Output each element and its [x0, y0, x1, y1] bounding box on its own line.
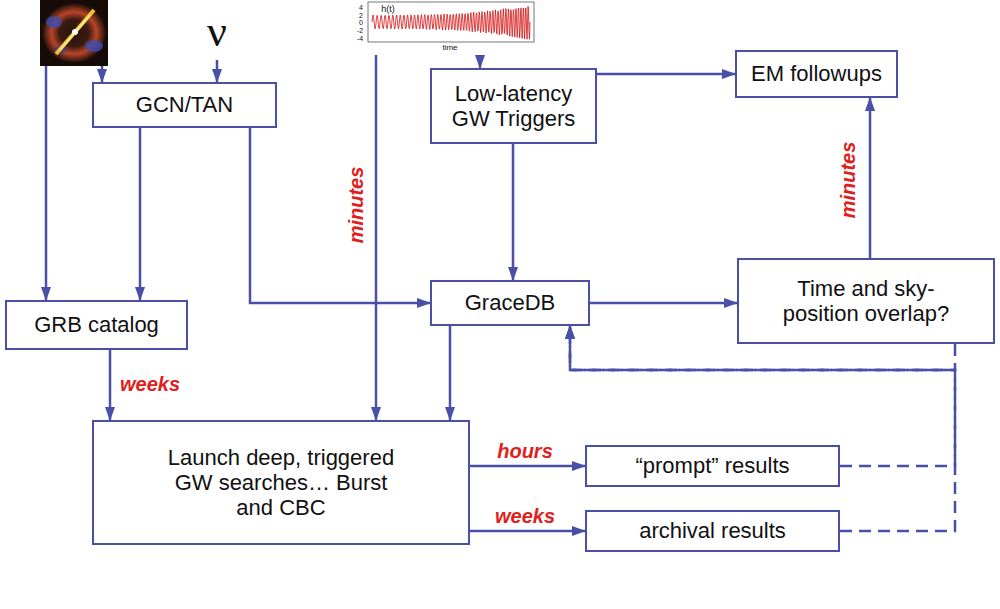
tick-number: -4	[357, 35, 363, 42]
node-text: archival results	[639, 518, 786, 543]
process-box: GCN/TAN	[92, 82, 277, 128]
flow-arrow	[590, 302, 737, 305]
node-text: EM followups	[751, 61, 882, 86]
latency-label: weeks	[495, 506, 555, 526]
flow-arrow	[470, 530, 585, 533]
latency-label: minutes	[346, 167, 366, 244]
node-text: GCN/TAN	[136, 92, 233, 117]
process-box: Low-latency GW Triggers	[430, 68, 597, 144]
decision-box: Time and sky- position overlap?	[737, 258, 995, 344]
flow-arrow	[869, 98, 872, 258]
flow-arrow	[512, 144, 515, 280]
result-box: archival results	[585, 510, 840, 552]
node-text: Low-latency GW Triggers	[442, 81, 585, 132]
result-box: “prompt” results	[585, 445, 840, 487]
source-arrow	[45, 66, 48, 300]
tick-number: 2	[359, 12, 363, 19]
source-arrow	[216, 60, 219, 82]
process-box: EM followups	[735, 50, 898, 98]
flow-arrow	[449, 326, 452, 420]
source-arrow	[479, 55, 482, 68]
database-box: GraceDB	[430, 280, 590, 326]
axis-label: h(t)	[381, 5, 395, 14]
neutrino-symbol: ν	[207, 10, 227, 54]
source-arrow	[101, 66, 104, 82]
tick-number: 0	[359, 19, 363, 26]
node-text: GraceDB	[465, 290, 555, 315]
chirp-waveform	[372, 6, 530, 39]
process-box: Launch deep, triggered GW searches… Burs…	[92, 420, 470, 545]
latency-label: hours	[497, 441, 553, 461]
waveform-plot	[368, 2, 534, 42]
catalog-box: GRB catalog	[5, 300, 188, 350]
feedback-arrow	[570, 326, 955, 531]
latency-label: minutes	[838, 142, 858, 219]
latency-label: weeks	[120, 374, 180, 394]
flow-arrow	[597, 73, 735, 76]
tick-number: 4	[359, 4, 363, 11]
flow-arrow	[139, 128, 142, 300]
node-text: “prompt” results	[635, 453, 789, 478]
tick-number: -2	[357, 27, 363, 34]
flow-arrow	[250, 128, 430, 303]
grb-illustration	[40, 0, 108, 66]
flow-arrow	[470, 465, 585, 468]
source-arrow	[375, 55, 378, 420]
node-text: GRB catalog	[34, 312, 159, 337]
axis-label: time	[442, 44, 457, 52]
node-text: Launch deep, triggered GW searches… Burs…	[156, 445, 406, 521]
flow-arrow	[109, 350, 112, 420]
node-text: Time and sky- position overlap?	[766, 276, 966, 327]
